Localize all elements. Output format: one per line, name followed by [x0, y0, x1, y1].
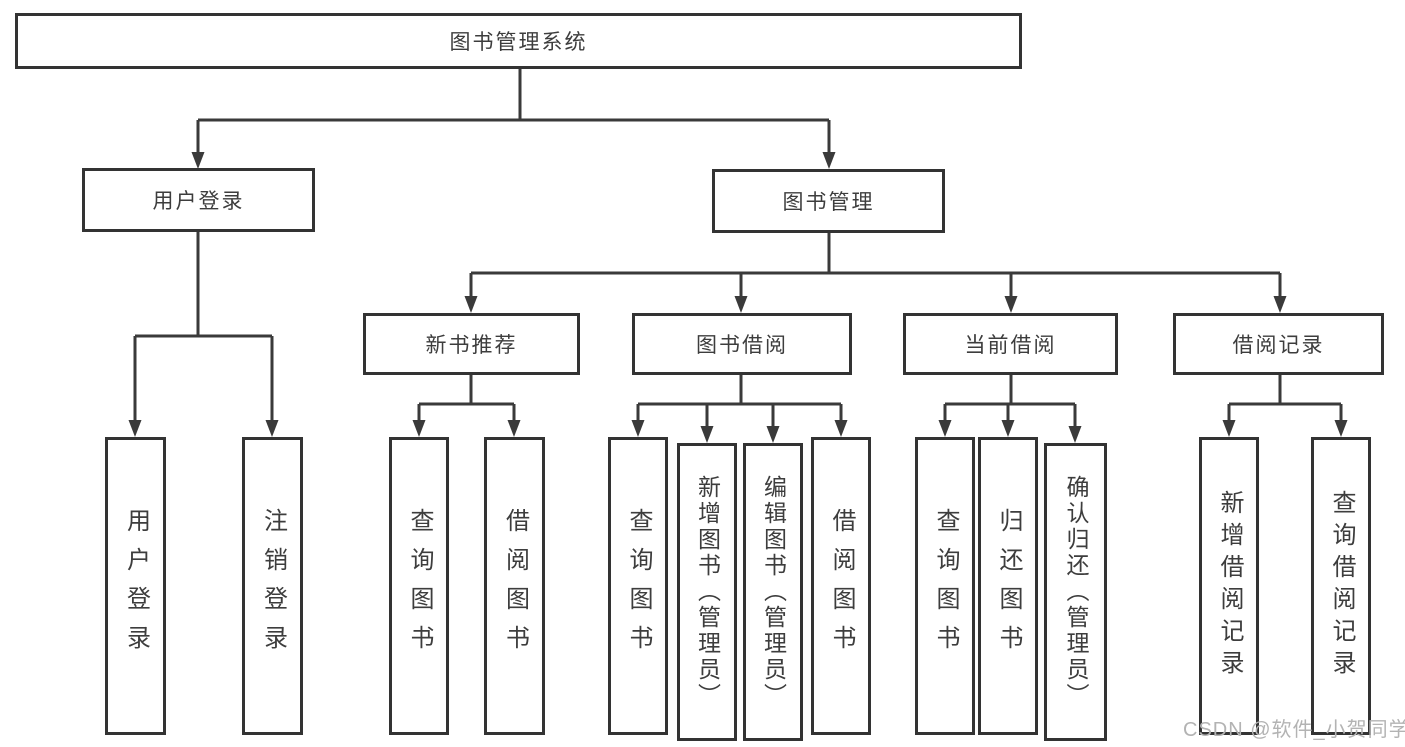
leaf-add-borrow-record: 新增借阅记录 — [1199, 437, 1259, 735]
leaf-logout: 注销登录 — [242, 437, 303, 735]
leaf-borrow-books-recommend: 借阅图书 — [484, 437, 545, 735]
node-borrowing-records: 借阅记录 — [1173, 313, 1384, 375]
leaf-query-books-borrowing-label: 查询图书 — [625, 508, 652, 664]
node-book-management-label: 图书管理 — [782, 191, 875, 214]
leaf-borrow-books-recommend-label: 借阅图书 — [501, 508, 529, 664]
leaf-query-books-borrowing: 查询图书 — [608, 437, 668, 735]
node-book-borrowing-label: 图书借阅 — [696, 334, 788, 357]
node-user-login: 用户登录 — [82, 168, 315, 232]
leaf-query-books-recommend: 查询图书 — [389, 437, 449, 735]
csdn-watermark: CSDN @软件_小贺同学 — [1183, 719, 1405, 741]
leaf-user-login: 用户登录 — [105, 437, 166, 735]
node-user-login-label: 用户登录 — [152, 190, 245, 213]
leaf-query-borrow-record-label: 查询借阅记录 — [1328, 490, 1355, 682]
leaf-return-books-label: 归还图书 — [995, 508, 1022, 664]
leaf-user-login-label: 用户登录 — [122, 508, 150, 664]
node-current-borrowing-label: 当前借阅 — [964, 334, 1057, 357]
leaf-edit-books-admin-label: 编辑图书（管理员） — [760, 475, 787, 709]
leaf-query-books-current-label: 查询图书 — [932, 508, 959, 664]
leaf-add-borrow-record-label: 新增借阅记录 — [1216, 490, 1243, 682]
node-new-book-recommendation: 新书推荐 — [363, 313, 580, 375]
node-current-borrowing: 当前借阅 — [903, 313, 1118, 375]
arrowheads — [128, 152, 1348, 443]
leaf-borrow-books-borrowing-label: 借阅图书 — [828, 508, 855, 664]
leaf-logout-label: 注销登录 — [259, 508, 287, 664]
leaf-confirm-return-admin-label: 确认归还（管理员） — [1063, 475, 1089, 709]
leaf-query-books-recommend-label: 查询图书 — [406, 508, 433, 664]
node-borrowing-records-label: 借阅记录 — [1232, 334, 1325, 357]
leaf-edit-books-admin: 编辑图书（管理员） — [743, 443, 803, 741]
leaf-query-books-current: 查询图书 — [915, 437, 975, 735]
node-root-label: 图书管理系统 — [449, 31, 588, 54]
leaf-return-books: 归还图书 — [978, 437, 1038, 735]
leaf-borrow-books-borrowing: 借阅图书 — [811, 437, 871, 735]
leaf-confirm-return-admin: 确认归还（管理员） — [1044, 443, 1107, 741]
leaf-add-books-admin: 新增图书（管理员） — [677, 443, 737, 741]
node-book-management: 图书管理 — [712, 169, 945, 233]
leaf-add-books-admin-label: 新增图书（管理员） — [694, 475, 721, 709]
node-root: 图书管理系统 — [15, 13, 1022, 69]
node-book-borrowing: 图书借阅 — [632, 313, 852, 375]
leaf-query-borrow-record: 查询借阅记录 — [1311, 437, 1371, 735]
node-new-book-recommendation-label: 新书推荐 — [425, 334, 518, 357]
